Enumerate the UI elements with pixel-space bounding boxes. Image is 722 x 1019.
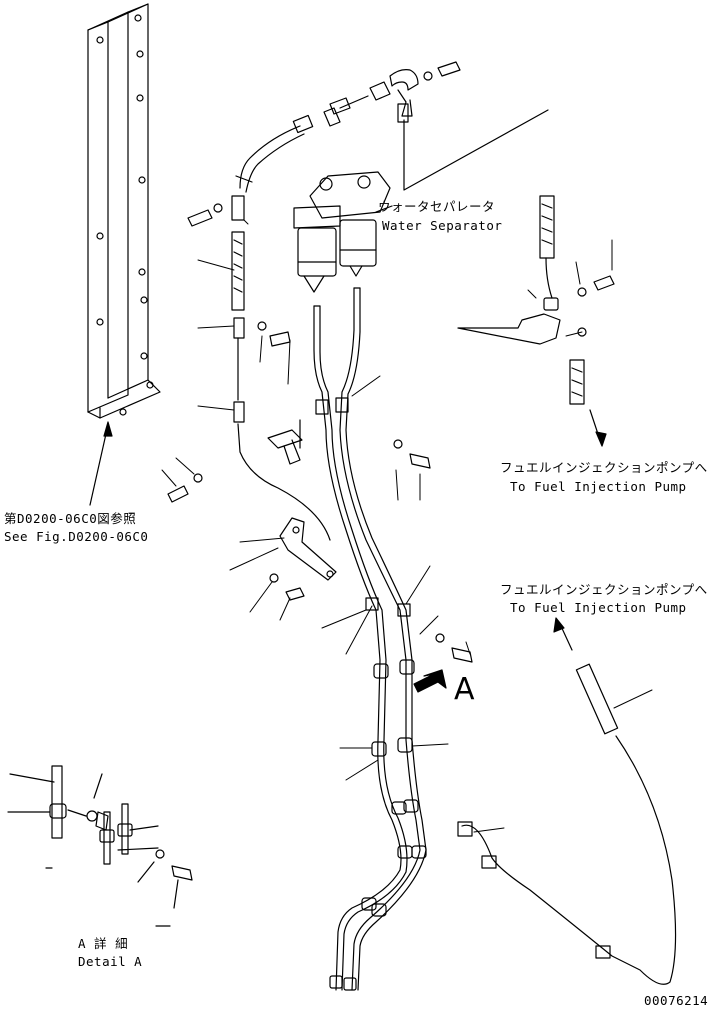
water-separator bbox=[293, 171, 391, 293]
see-fig-label-en: See Fig.D0200-06C0 bbox=[4, 529, 149, 544]
hose-right bbox=[403, 109, 585, 405]
view-arrow-a bbox=[413, 669, 447, 693]
mid-bracket-1 bbox=[267, 419, 303, 465]
detail-a-label-jp: A 詳 細 bbox=[78, 936, 129, 951]
detail-a-label-en: Detail A bbox=[78, 954, 143, 969]
water-separator-label-jp: ウォータセパレータ bbox=[378, 199, 496, 214]
bolt-upper-left bbox=[187, 209, 213, 227]
water-separator-label-en: Water Separator bbox=[382, 218, 503, 233]
mid-bracket-2 bbox=[279, 517, 337, 581]
washer-upper-left bbox=[213, 203, 223, 213]
pipe-clamps bbox=[315, 397, 427, 991]
fuel-pipes bbox=[313, 287, 427, 991]
hose-left-vertical bbox=[231, 231, 331, 541]
pump-label-2-jp: フュエルインジェクションポンプへ bbox=[500, 582, 708, 597]
ref-arrow-head bbox=[103, 421, 113, 437]
view-a-letter: A bbox=[454, 672, 476, 707]
frame-bolt-holes bbox=[96, 14, 148, 360]
ref-arrow-line bbox=[89, 424, 109, 506]
bracket-frame bbox=[87, 3, 161, 419]
hose-upper-left bbox=[231, 114, 314, 221]
hose-to-pump bbox=[457, 663, 677, 985]
drawing-number: 00076214 bbox=[644, 993, 709, 1008]
top-fittings bbox=[323, 61, 461, 127]
ws-leader bbox=[375, 205, 393, 213]
bolts-washers bbox=[167, 275, 615, 663]
see-fig-label-jp: 第D0200-06C0図参照 bbox=[4, 511, 137, 526]
arrow-head-right bbox=[595, 431, 607, 447]
pump-label-1-en: To Fuel Injection Pump bbox=[510, 479, 687, 494]
leader-lines bbox=[161, 219, 653, 833]
bolt-mid bbox=[285, 587, 305, 601]
pump-label-2-en: To Fuel Injection Pump bbox=[510, 600, 687, 615]
detail-a-illustration bbox=[7, 765, 193, 927]
washer-mid bbox=[269, 573, 279, 583]
arrow-head-lower bbox=[553, 617, 565, 633]
pump-label-1-jp: フュエルインジェクションポンプへ bbox=[500, 460, 708, 475]
